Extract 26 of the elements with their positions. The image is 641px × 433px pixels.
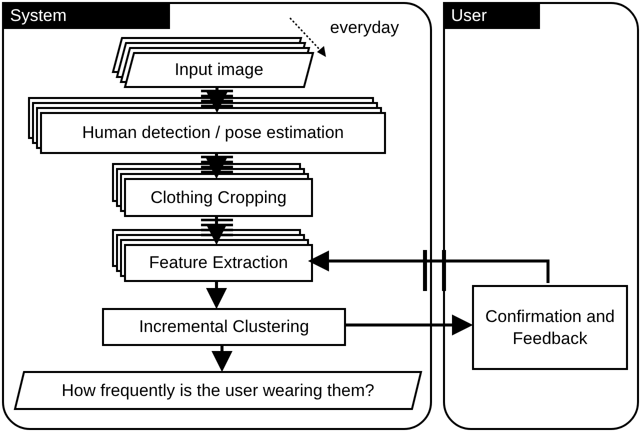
io-parallelogram <box>124 52 314 88</box>
process-box <box>124 244 313 282</box>
swimlane-panel <box>443 2 639 430</box>
annotation-label: everyday <box>330 17 399 39</box>
node-label: Feature Extraction <box>149 252 288 274</box>
arrow <box>206 152 227 179</box>
arrow <box>344 314 473 336</box>
arrow <box>206 280 227 309</box>
arrow <box>206 86 228 113</box>
node-label: Confirmation and Feedback <box>484 306 616 350</box>
node-label: Clothing Cropping <box>150 186 287 208</box>
process-box <box>40 112 386 154</box>
panel-title: User <box>443 2 540 29</box>
node-label: Human detection / pose estimation <box>82 122 344 144</box>
arrow <box>206 215 227 245</box>
arrow <box>308 250 550 283</box>
node-label: Input image <box>174 59 264 81</box>
node-label: How frequently is the user wearing them? <box>62 380 374 402</box>
arrow <box>212 344 232 372</box>
process-box <box>472 285 628 370</box>
io-parallelogram <box>14 371 422 410</box>
swimlane-panel <box>2 2 432 430</box>
panel-title: System <box>2 2 170 29</box>
process-box <box>124 178 313 217</box>
process-box <box>102 308 346 346</box>
node-label: Incremental Clustering <box>138 316 310 338</box>
